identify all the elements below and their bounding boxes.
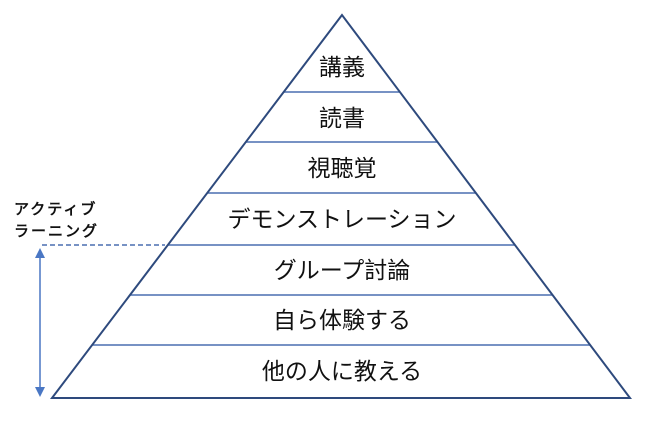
active-learning-label-line2: ラーニング (14, 222, 100, 240)
arrow-down-icon (35, 387, 45, 397)
active-learning-label-line1: アクティブ (14, 200, 98, 218)
level-group-discussion: グループ討論 (273, 258, 411, 284)
level-practice: 自ら体験する (273, 308, 411, 334)
arrow-up-icon (35, 248, 45, 258)
pyramid-outline (49, 13, 633, 399)
level-audiovisual: 視聴覚 (307, 156, 377, 182)
level-demonstration: デモンストレーション (227, 207, 457, 233)
level-lecture: 講義 (319, 55, 365, 81)
level-teach-others: 他の人に教える (261, 359, 423, 385)
level-reading: 読書 (319, 106, 365, 132)
